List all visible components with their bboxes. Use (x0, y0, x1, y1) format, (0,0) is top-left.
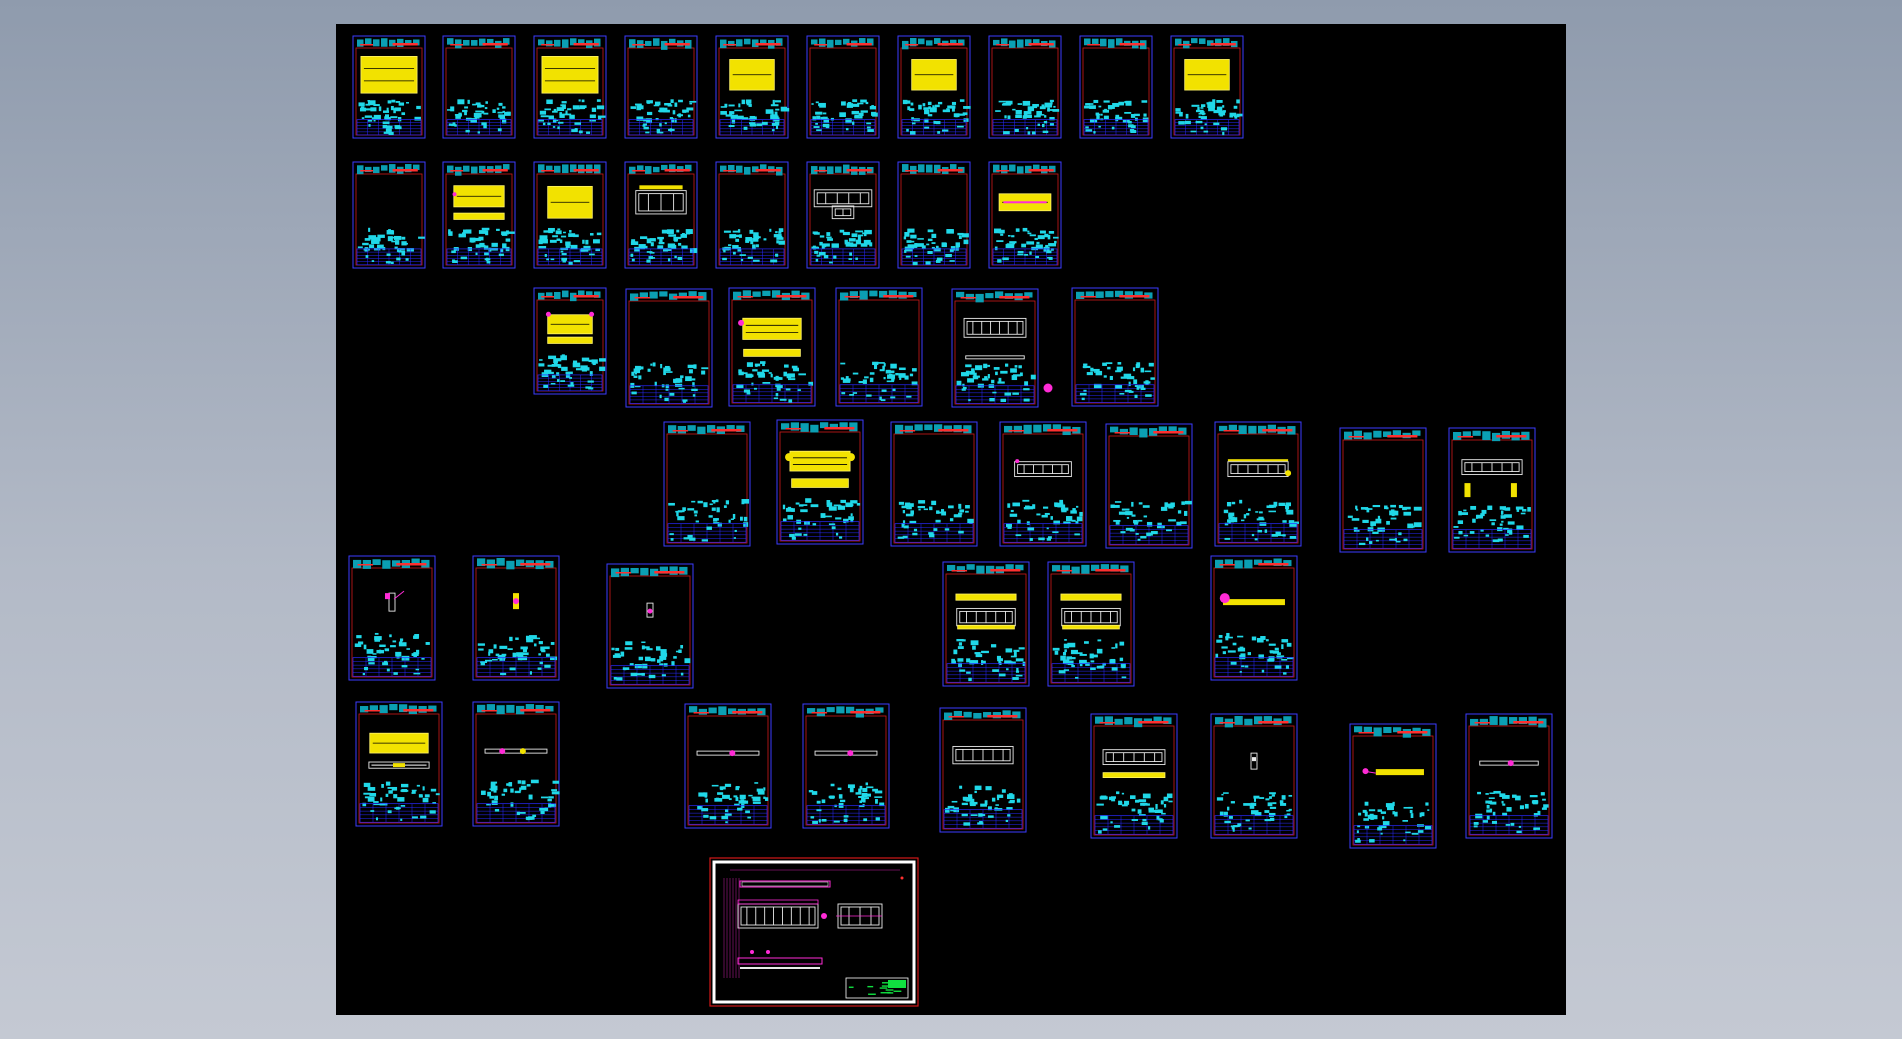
drawing-sheet[interactable] (663, 421, 751, 547)
drawing-sheet[interactable] (533, 287, 607, 395)
drawing-sheet[interactable] (533, 35, 607, 139)
drawing-sheet[interactable] (806, 161, 880, 269)
drawing-sheet[interactable] (624, 35, 698, 139)
drawing-sheet[interactable] (348, 555, 436, 681)
drawing-sheet[interactable] (951, 288, 1039, 408)
drawing-sheet[interactable] (988, 35, 1062, 139)
assembly-drawing-sheet[interactable] (709, 857, 919, 1007)
drawing-sheet[interactable] (1047, 561, 1135, 687)
drawing-sheet[interactable] (942, 561, 1030, 687)
drawing-sheet[interactable] (1448, 427, 1536, 553)
drawing-sheet[interactable] (890, 421, 978, 547)
drawing-sheet[interactable] (715, 161, 789, 269)
drawing-sheet[interactable] (606, 563, 694, 689)
drawing-sheet[interactable] (1105, 423, 1193, 549)
drawing-sheet[interactable] (352, 35, 426, 139)
drawing-sheet[interactable] (472, 701, 560, 827)
drawing-sheets-layout (348, 35, 1553, 1007)
drawing-sheet[interactable] (533, 161, 607, 269)
drawing-sheet[interactable] (715, 35, 790, 139)
drawing-sheet[interactable] (355, 701, 443, 827)
drawing-sheet[interactable] (835, 287, 923, 407)
drawing-sheet[interactable] (1339, 427, 1427, 553)
drawing-sheet[interactable] (352, 161, 426, 269)
drawing-sheet[interactable] (999, 421, 1087, 547)
drawing-sheet[interactable] (1214, 421, 1302, 547)
drawing-sheet[interactable] (897, 161, 971, 269)
drawing-sheet[interactable] (776, 419, 864, 545)
drawing-sheet[interactable] (625, 288, 713, 408)
drawing-sheet[interactable] (1071, 287, 1159, 407)
drawing-sheet[interactable] (1170, 35, 1244, 139)
drawing-sheet[interactable] (1210, 713, 1298, 839)
drawing-sheet[interactable] (897, 35, 971, 139)
drawing-sheet[interactable] (624, 161, 698, 269)
drawing-sheet[interactable] (684, 703, 772, 829)
cad-viewport[interactable] (336, 24, 1566, 1015)
drawing-sheet[interactable] (442, 35, 516, 139)
drawing-sheet[interactable] (1210, 555, 1298, 681)
drawing-sheet[interactable] (802, 703, 890, 829)
drawing-sheet[interactable] (1349, 723, 1437, 849)
highlight-point (1043, 383, 1053, 393)
drawing-sheet[interactable] (442, 161, 516, 269)
drawing-sheet[interactable] (939, 707, 1027, 833)
drawing-sheet[interactable] (728, 287, 816, 407)
drawing-sheet[interactable] (472, 555, 560, 681)
drawing-sheet[interactable] (988, 161, 1062, 269)
drawing-sheet[interactable] (1465, 713, 1553, 839)
drawing-sheet[interactable] (1079, 35, 1153, 139)
drawing-sheet[interactable] (1090, 713, 1178, 839)
drawing-sheet[interactable] (806, 35, 880, 139)
